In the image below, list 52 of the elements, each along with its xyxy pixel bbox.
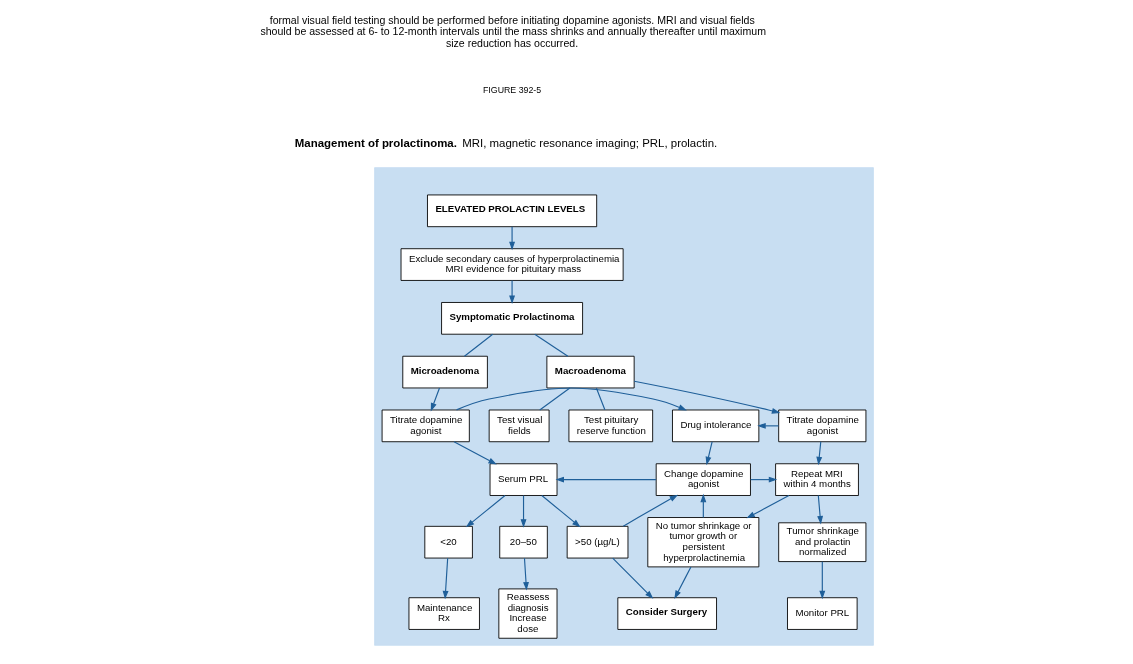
- arrow: [509, 226, 516, 251]
- arrow: [622, 494, 679, 527]
- arrow: [555, 476, 657, 483]
- connector: [463, 333, 494, 357]
- arrow: [523, 557, 529, 591]
- node-box: Change dopamine agonist: [655, 463, 751, 496]
- node-box: Monitor PRL: [787, 597, 858, 630]
- arrow: [509, 279, 516, 304]
- node-box: Repeat MRI within 4 months: [775, 463, 859, 496]
- arrow: [633, 380, 781, 414]
- arrow: [819, 561, 826, 600]
- node-box: Titrate dopamine agonist: [381, 409, 470, 443]
- arrow: [674, 566, 692, 599]
- arrow: [705, 441, 713, 466]
- node-box: Reassess diagnosis Increase dose: [498, 588, 558, 639]
- arrow: [430, 387, 441, 412]
- arrow: [541, 494, 581, 528]
- cluster: [374, 167, 874, 646]
- node-box: Consider Surgery: [617, 597, 717, 630]
- caption: Management of prolactinoma. MRI, magnetic resonance imaging; PRL, prolactin.: [294, 136, 718, 149]
- arrow: [750, 476, 778, 483]
- node-box: <20: [424, 525, 473, 559]
- node-box: ELEVATED PROLACTIN LEVELS: [427, 194, 598, 228]
- node-box: Maintenance Rx: [408, 597, 480, 630]
- arrow: [757, 422, 780, 429]
- node-box: Drug intolerance: [672, 409, 760, 443]
- connector: [539, 387, 571, 411]
- arrow: [746, 494, 790, 519]
- node-box: Exclude secondary causes of hyperprolactinemia MRI evidence for pituitary mass: [400, 248, 624, 281]
- node-box: Titrate dopamine agonist: [778, 409, 867, 443]
- node-box: >50 (µg/L): [566, 525, 629, 559]
- node-box: 20–50: [499, 525, 548, 559]
- node-box: Test visual fields: [488, 409, 550, 443]
- node-box: No tumor shrinkage or tumor growth or persistent hyperprolactinemia: [647, 517, 760, 568]
- node-box: Serum PRL: [489, 463, 558, 496]
- connector: [595, 387, 606, 411]
- arrow: [816, 441, 823, 466]
- arrow: [453, 441, 497, 465]
- arrow: [455, 387, 687, 411]
- node-box: Symptomatic Prolactinoma: [441, 302, 584, 335]
- node-box: Tumor shrinkage and prolactin normalized: [778, 522, 867, 563]
- arrow: [817, 494, 824, 525]
- arrow: [442, 557, 449, 600]
- arrow: [465, 494, 506, 528]
- node-box: Test pituitary reserve function: [568, 409, 654, 443]
- label: FIGURE 392-5: [482, 85, 542, 96]
- label: formal visual field testing should be performed before initiating dopamine agonists. MRI and visual fields should be assessed at 6- to 12-month intervals until the mass shrinks and annually thereafter until maximum size reduction has occurred.: [260, 13, 766, 49]
- node-box: Macroadenoma: [546, 355, 635, 389]
- arrow: [520, 494, 527, 528]
- node-box: Microadenoma: [402, 355, 488, 389]
- arrow: [612, 557, 654, 599]
- connector: [534, 333, 569, 357]
